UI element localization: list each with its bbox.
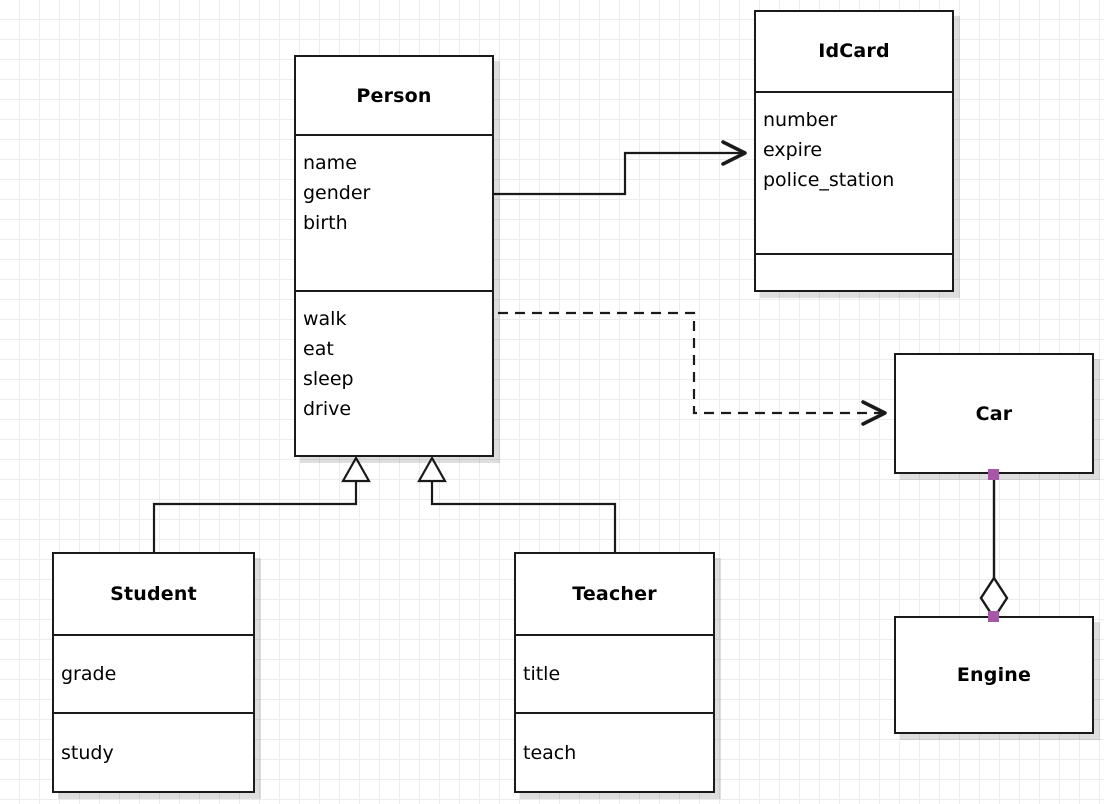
attributes-teacher: title <box>516 633 713 713</box>
edge-student-person[interactable] <box>152 455 371 552</box>
method-item: drive <box>303 397 352 420</box>
uml-class-car[interactable]: Car <box>894 353 1094 474</box>
methods-idcard <box>756 253 952 290</box>
methods-student: study <box>54 712 253 791</box>
method-item: teach <box>523 741 577 764</box>
attribute-item: police_station <box>763 168 895 191</box>
attribute-item: gender <box>303 182 371 205</box>
uml-class-student[interactable]: Student grade study <box>52 552 255 793</box>
uml-class-teacher[interactable]: Teacher title teach <box>514 552 715 793</box>
uml-class-person[interactable]: Person name gender birth walk eat sleep … <box>294 55 494 457</box>
class-name-person: Person <box>356 84 432 107</box>
engine-top-handle[interactable] <box>988 611 999 622</box>
attribute-item: number <box>763 108 838 131</box>
attribute-item: grade <box>61 662 117 685</box>
method-item: eat <box>303 337 334 360</box>
car-bottom-handle[interactable] <box>988 469 999 480</box>
class-name-engine: Engine <box>956 664 1032 686</box>
edge-person-idcard[interactable] <box>494 140 747 196</box>
method-item: study <box>61 741 114 764</box>
attributes-idcard: number expire police_station <box>756 90 952 254</box>
attribute-item: expire <box>763 138 823 161</box>
methods-teacher: teach <box>516 712 713 791</box>
methods-person: walk eat sleep drive <box>296 289 492 455</box>
method-item: walk <box>303 307 347 330</box>
attribute-item: title <box>523 662 561 685</box>
edge-person-car[interactable] <box>498 311 887 426</box>
uml-class-engine[interactable]: Engine <box>894 616 1094 734</box>
attributes-person: name gender birth <box>296 134 492 289</box>
class-name-car: Car <box>975 402 1013 425</box>
class-name-idcard: IdCard <box>818 40 890 63</box>
edge-teacher-person[interactable] <box>417 455 617 552</box>
attributes-student: grade <box>54 633 253 713</box>
method-item: sleep <box>303 367 354 390</box>
attribute-item: birth <box>303 212 348 235</box>
edge-car-engine[interactable] <box>979 474 1009 621</box>
class-name-student: Student <box>110 582 197 605</box>
class-name-teacher: Teacher <box>572 582 657 605</box>
uml-class-idcard[interactable]: IdCard number expire police_station <box>754 10 954 292</box>
attribute-item: name <box>303 152 357 175</box>
